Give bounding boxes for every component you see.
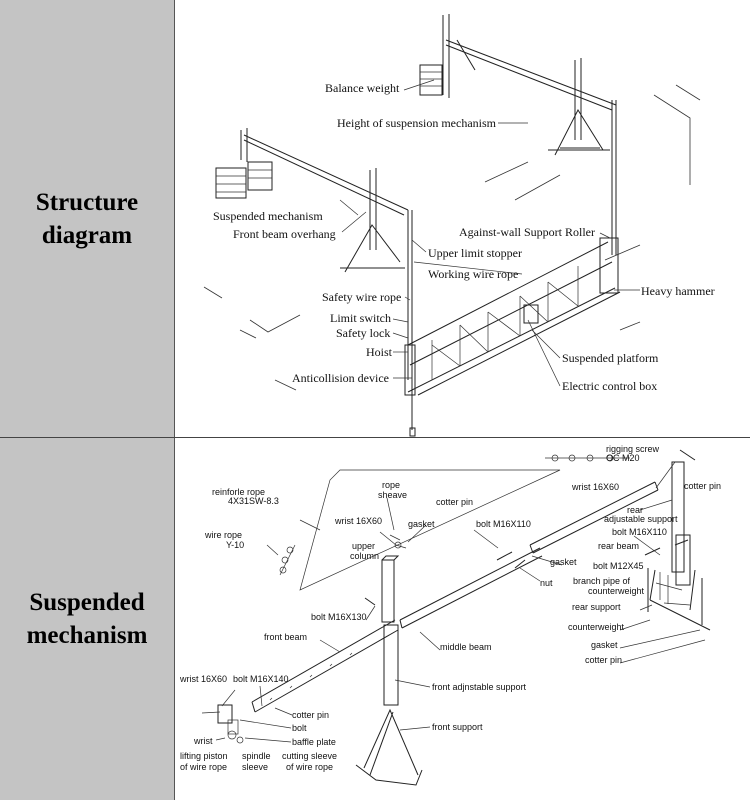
label-balance-weight: Balance weight — [325, 81, 400, 95]
label-bolt-m12x45: bolt M12X45 — [593, 561, 644, 571]
callout-outline — [299, 469, 561, 591]
label-spindle: spindle — [242, 751, 271, 761]
label-wire-rope: wire rope — [204, 530, 242, 540]
label-branch-pipe-counterweight: counterweight — [588, 586, 645, 596]
label-rear-adjustable-support: adjustable support — [604, 514, 678, 524]
label-oc-m20: OC M20 — [606, 453, 640, 463]
bolt-parts — [364, 449, 696, 606]
label-spindle-sleeve: sleeve — [242, 762, 268, 772]
label-gasket-1: gasket — [408, 519, 435, 529]
lower-assembly-drawing — [217, 704, 244, 744]
label-rear-support: rear support — [572, 602, 621, 612]
upper-column-drawing — [381, 555, 400, 623]
label-front-beam: front beam — [264, 632, 307, 642]
label-rear-beam: rear beam — [598, 541, 639, 551]
label-suspended-mechanism: Suspended mechanism — [213, 209, 323, 223]
label-cotter-pin-mid: cotter pin — [436, 497, 473, 507]
label-working-wire-rope: Working wire rope — [428, 267, 518, 281]
row-heading-structure: Structure diagram — [0, 0, 175, 437]
row-heading-mechanism: Suspended mechanism — [0, 438, 175, 800]
label-wrist-top: wrist 16X60 — [571, 482, 619, 492]
mechanism-drawing: rigging screw OC M20 cotter pin rope she… — [179, 444, 721, 786]
label-front-support: front support — [432, 722, 483, 732]
label-safety-wire-rope: Safety wire rope — [322, 290, 401, 304]
label-front-beam-overhang: Front beam overhang — [233, 227, 336, 241]
label-safety-lock: Safety lock — [336, 326, 390, 340]
label-cutting-sleeve: cutting sleeve — [282, 751, 337, 761]
label-cotter-pin-right: cotter pin — [585, 655, 622, 665]
label-height-suspension: Height of suspension mechanism — [337, 116, 497, 130]
label-cotter-pin-top: cotter pin — [684, 481, 721, 491]
label-hoist: Hoist — [366, 345, 393, 359]
label-baffle-plate: baffle plate — [292, 737, 336, 747]
structure-diagram: Balance weight Height of suspension mech… — [176, 0, 750, 437]
label-limit-switch: Limit switch — [330, 311, 391, 325]
label-rear: rear — [627, 505, 643, 515]
label-bolt-m16x130: bolt M16X130 — [311, 612, 367, 622]
mechanism-leaders — [201, 461, 706, 743]
label-upper: upper — [352, 541, 375, 551]
structure-diagram-heading: Structure diagram — [35, 188, 139, 249]
label-column: column — [350, 551, 379, 561]
label-lifting-piston-of-wire-rope: of wire rope — [180, 762, 227, 772]
label-heavy-hammer: Heavy hammer — [641, 284, 715, 298]
label-cotter-pin-low: cotter pin — [292, 710, 329, 720]
label-branch-pipe: branch pipe of — [573, 576, 631, 586]
label-wrist: wrist — [193, 736, 213, 746]
label-bolt-m16x110-2: bolt M16X110 — [612, 527, 667, 537]
label-electric-control-box: Electric control box — [562, 379, 657, 393]
label-middle-beam: middle beam — [440, 642, 492, 652]
label-wrist-16x60-low: wrist 16X60 — [179, 674, 227, 684]
rigging-screw-drawing — [545, 454, 630, 462]
label-lifting-piston: lifting piston — [180, 751, 228, 761]
label-bolt-m16x140: bolt M16X140 — [233, 674, 289, 684]
label-sheave: sheave — [378, 490, 407, 500]
right-suspension — [419, 14, 617, 255]
structure-labels: Balance weight Height of suspension mech… — [213, 81, 715, 393]
row-divider — [0, 437, 750, 438]
label-reinforce-rope: reinforle rope — [212, 487, 265, 497]
building-outline — [203, 84, 701, 391]
label-wrist-16x60: wrist 16X60 — [334, 516, 382, 526]
label-rigging-screw: rigging screw — [606, 444, 660, 454]
label-counterweight: counterweight — [568, 622, 625, 632]
label-wire-rope-spec: Y-10 — [226, 540, 244, 550]
left-suspension — [215, 128, 416, 437]
suspended-platform-drawing — [404, 237, 621, 396]
label-against-wall-roller: Against-wall Support Roller — [459, 225, 595, 239]
label-suspended-platform: Suspended platform — [562, 351, 659, 365]
label-gasket-2: gasket — [550, 557, 577, 567]
mechanism-diagram: rigging screw OC M20 cotter pin rope she… — [176, 438, 750, 800]
mechanism-labels: rigging screw OC M20 cotter pin rope she… — [179, 444, 721, 772]
structure-leaders — [339, 79, 640, 387]
label-bolt-m16x110-1: bolt M16X110 — [476, 519, 531, 529]
structure-drawing: Balance weight Height of suspension mech… — [203, 14, 715, 437]
label-front-adjustable-support: front adjnstable support — [432, 682, 527, 692]
front-support-drawing — [355, 624, 423, 786]
middle-beam-drawing — [399, 547, 543, 629]
label-anticollision-device: Anticollision device — [292, 371, 389, 385]
label-cutting-sleeve-of-wire-rope: of wire rope — [286, 762, 333, 772]
label-reinforce-spec: 4X31SW-8.3 — [228, 496, 279, 506]
label-rope: rope — [382, 480, 400, 490]
label-nut: nut — [540, 578, 553, 588]
label-gasket-3: gasket — [591, 640, 618, 650]
front-beam-drawing — [251, 619, 399, 713]
wire-rope-parts — [279, 534, 407, 576]
rear-column-drawing — [647, 461, 711, 631]
suspended-mechanism-heading: Suspended mechanism — [26, 589, 148, 649]
label-upper-limit-stopper: Upper limit stopper — [428, 246, 522, 260]
label-bolt: bolt — [292, 723, 307, 733]
